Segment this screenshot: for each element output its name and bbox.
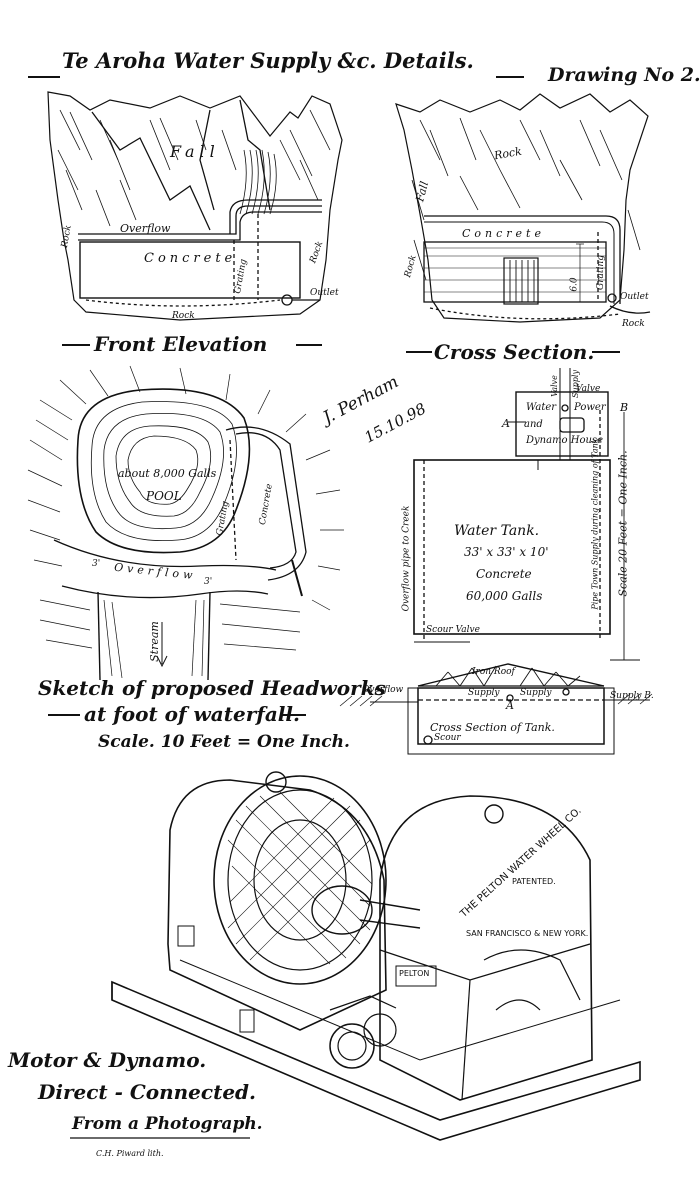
front-fall-label: Fall xyxy=(170,142,220,161)
drawing-number: Drawing No 2. xyxy=(548,64,700,86)
tank-title: Water Tank. xyxy=(454,523,540,539)
tank-plan-drawing xyxy=(413,368,640,661)
iron-roof-label: Iron Roof xyxy=(472,667,515,677)
pool-label: POOL xyxy=(146,489,182,503)
valve-right-label: Valve xyxy=(576,384,601,394)
plan-marker-b: B xyxy=(620,401,629,414)
front-elevation-drawing xyxy=(47,91,343,321)
cs-height-label: 6.0 xyxy=(569,277,580,292)
sheet-title: Te Aroha Water Supply &c. Details. xyxy=(62,48,474,73)
front-outlet-label: Outlet xyxy=(310,288,339,298)
cross-section-drawing xyxy=(395,93,651,323)
headworks-caption-line1: Sketch of proposed Headworks xyxy=(38,676,386,700)
front-overflow-label: Overflow xyxy=(120,222,171,235)
cs-grating-label: Grating xyxy=(595,255,606,290)
tank-material: Concrete xyxy=(476,567,532,581)
pool-capacity-label: about 8,000 Galls xyxy=(118,467,217,480)
headworks-caption-line2: at foot of waterfall. xyxy=(84,702,300,726)
stream-label: Stream xyxy=(147,621,161,662)
tank-capacity: 60,000 Galls xyxy=(466,589,543,603)
front-concrete-label: Concrete xyxy=(144,251,237,266)
motor-dynamo-illustration xyxy=(111,771,641,1141)
house-power-label: Power xyxy=(574,402,606,413)
headworks-dim-left: 3' xyxy=(92,559,101,569)
tank-dims: 33' x 33' x 10' xyxy=(464,545,549,559)
section-overflow-label: Overflow xyxy=(362,685,404,695)
machine-caption-line3: From a Photograph. xyxy=(72,1114,263,1134)
front-elevation-caption: Front Elevation xyxy=(94,332,268,356)
headworks-scale: Scale. 10 Feet = One Inch. xyxy=(98,732,350,752)
tank-section-drawing xyxy=(339,663,653,755)
valve-left-label: Valve xyxy=(549,375,559,397)
headworks-dim-right: 3' xyxy=(204,577,213,587)
machine-caption-line1: Motor & Dynamo. xyxy=(8,1048,207,1072)
scour-label: Scour xyxy=(434,733,461,743)
section-supply-left: Supply xyxy=(468,688,500,698)
machine-plate-patented: PATENTED. xyxy=(512,877,556,886)
section-supply-right: Supply xyxy=(520,688,552,698)
plan-marker-a: A xyxy=(502,417,510,430)
house-dynamo-label: Dynamo House xyxy=(526,435,603,446)
section-caption: Cross Section of Tank. xyxy=(430,721,555,734)
cross-section-caption: Cross Section. xyxy=(434,340,595,364)
pipe-town-label: Pipe Town Supply during cleaning of Tank xyxy=(590,438,600,610)
headworks-sketch xyxy=(27,365,344,681)
cs-outlet-label: Outlet xyxy=(620,292,649,302)
lithographer-credit: C.H. Piward lith. xyxy=(96,1149,164,1158)
tank-plan-scale: Scale 20 Feet = One Inch. xyxy=(616,450,630,597)
overflow-pipe-label: Overflow pipe to Creek xyxy=(401,505,412,612)
machine-plate-line2: SAN FRANCISCO & NEW YORK. xyxy=(466,929,589,938)
front-rock-bottom-label: Rock xyxy=(172,311,195,321)
cs-concrete-label: Concrete xyxy=(462,227,545,240)
scour-valve-label: Scour Valve xyxy=(426,625,480,635)
machine-badge: PELTON xyxy=(399,969,430,978)
section-supply-b: Supply B. xyxy=(610,691,654,701)
cs-rock-bottom-label: Rock xyxy=(622,319,645,329)
machine-caption-line2: Direct - Connected. xyxy=(38,1080,256,1104)
section-marker-a: A xyxy=(506,699,514,712)
house-water-label: Water xyxy=(526,402,557,413)
house-and-label: and xyxy=(524,419,543,430)
